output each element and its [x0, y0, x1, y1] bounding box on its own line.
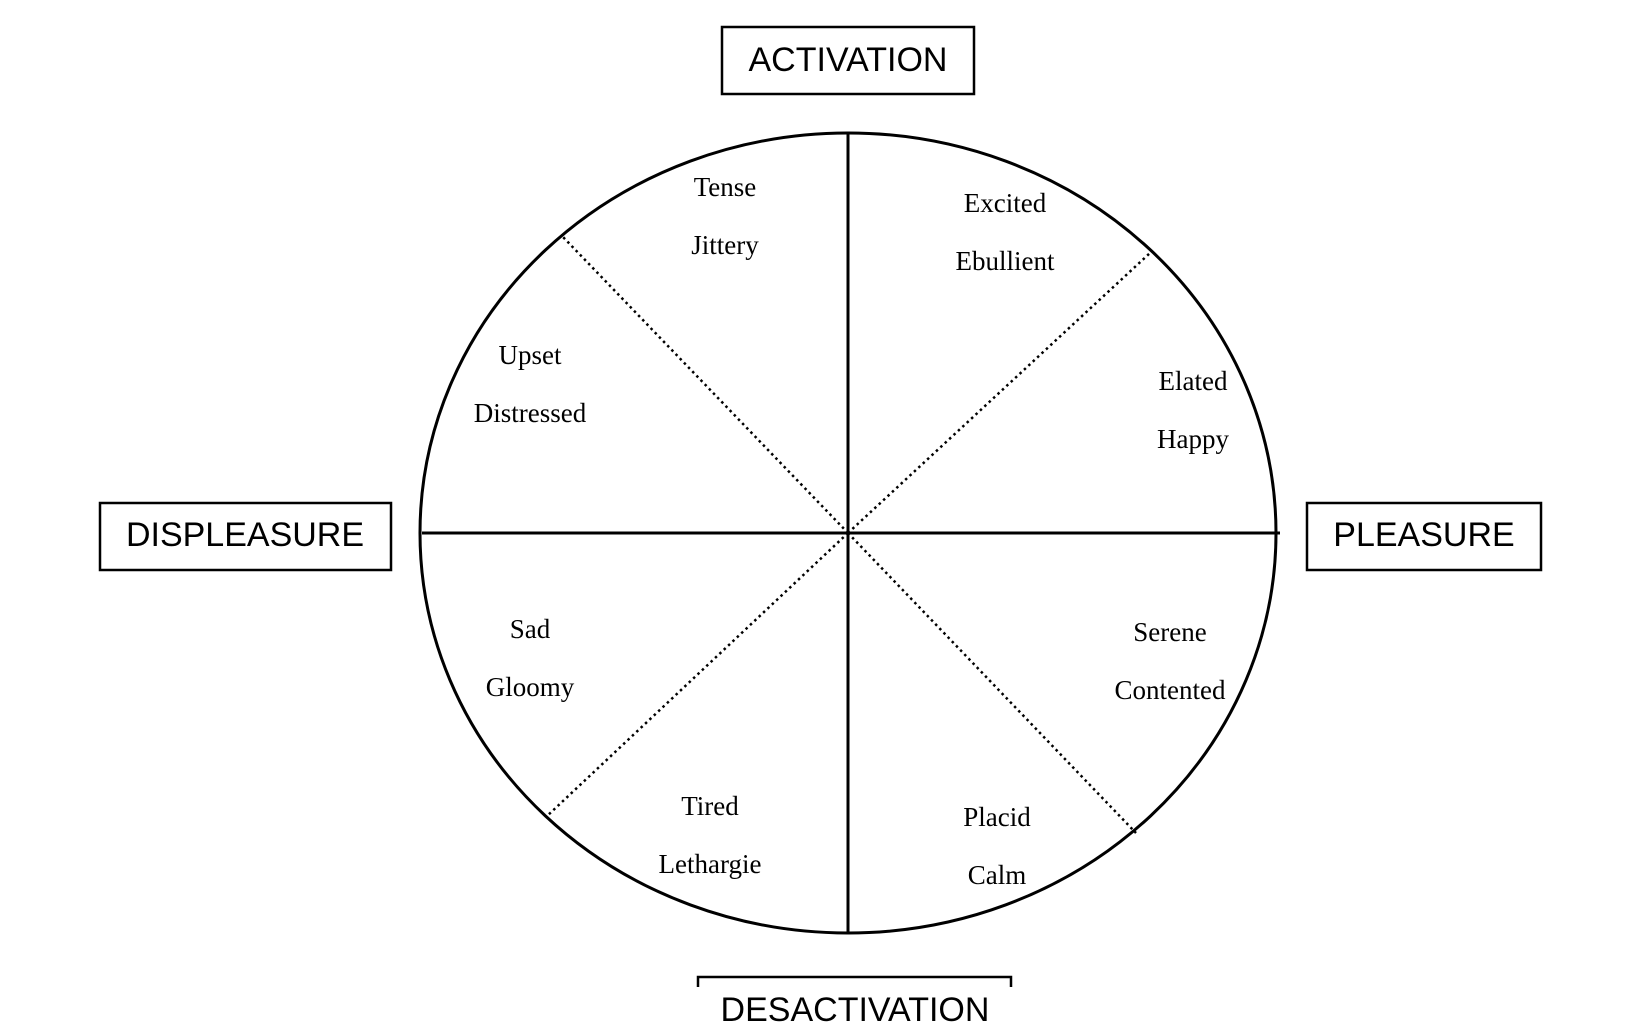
sector-label-line1: Tense: [694, 172, 757, 202]
diagonal-line-lower-right: [847, 532, 1137, 834]
sector-label-line1: Tired: [681, 791, 739, 821]
activation-label: ACTIVATION: [749, 41, 948, 79]
activation-label-box: ACTIVATION: [720, 25, 976, 96]
sector-label-line2: Gloomy: [486, 672, 575, 702]
sector-elated: Elated Happy: [1157, 366, 1229, 454]
sector-label-line2: Ebullient: [956, 246, 1055, 276]
diagonal-line-lower-left: [545, 532, 849, 818]
displeasure-label-box: DISPLEASURE: [98, 501, 393, 572]
displeasure-label: DISPLEASURE: [126, 516, 364, 554]
sector-label-line2: Contented: [1115, 675, 1226, 705]
sector-label-line2: Happy: [1157, 424, 1229, 454]
sector-label-line1: Excited: [964, 188, 1047, 218]
pleasure-label-box: PLEASURE: [1305, 501, 1543, 572]
diagonal-line-upper-left: [562, 236, 849, 534]
sector-tense: Tense Jittery: [691, 172, 759, 260]
sector-label-line2: Distressed: [474, 398, 587, 428]
pleasure-label: PLEASURE: [1333, 516, 1514, 554]
sector-label-line2: Calm: [968, 860, 1027, 890]
sector-label-line2: Lethargie: [659, 849, 762, 879]
desactivation-label: DESACTIVATION: [721, 991, 990, 1029]
sector-sad: Sad Gloomy: [486, 614, 575, 702]
desactivation-label-box: DESACTIVATION: [696, 975, 1013, 1029]
sector-excited: Excited Ebullient: [956, 188, 1055, 276]
sector-serene: Serene Contented: [1115, 617, 1226, 705]
sector-tired: Tired Lethargie: [659, 791, 762, 879]
sector-placid: Placid Calm: [963, 802, 1031, 890]
sector-label-line2: Jittery: [691, 230, 759, 260]
sector-label-line1: Sad: [510, 614, 551, 644]
sector-label-line1: Elated: [1159, 366, 1228, 396]
sector-upset: Upset Distressed: [474, 340, 587, 428]
sector-label-line1: Serene: [1133, 617, 1206, 647]
sector-label-line1: Placid: [963, 802, 1031, 832]
sector-label-line1: Upset: [499, 340, 562, 370]
diagonal-line-upper-right: [847, 252, 1151, 534]
